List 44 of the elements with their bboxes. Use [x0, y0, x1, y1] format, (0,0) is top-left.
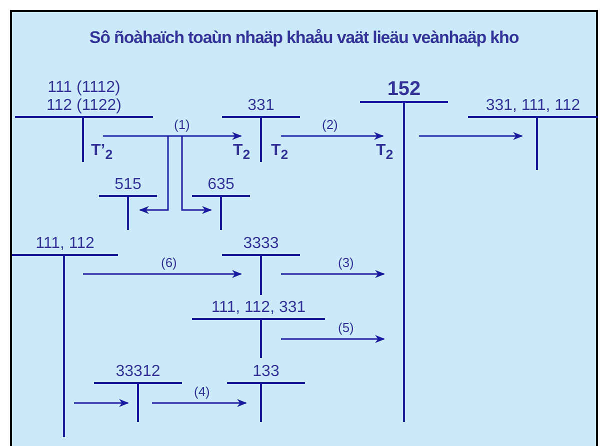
t-account — [227, 363, 305, 422]
account-number: 331, 111, 112 — [484, 97, 582, 115]
account-number: 112 (1122) — [45, 97, 122, 115]
arrow — [152, 399, 247, 407]
arrow — [103, 132, 242, 140]
edge-label: (3) — [337, 256, 355, 269]
arrow — [83, 270, 242, 278]
edge-label: (2) — [321, 118, 339, 131]
arrow — [281, 270, 385, 278]
account-number: 111 (1112) — [46, 79, 122, 97]
account-number: 331 — [246, 97, 276, 115]
t-account — [12, 235, 118, 437]
t-account — [222, 97, 300, 162]
t-account — [99, 176, 157, 230]
account-number: 515 — [114, 176, 142, 194]
arrow — [74, 399, 129, 407]
t-account — [468, 97, 598, 170]
t-account — [94, 363, 182, 422]
t-account — [192, 176, 250, 230]
account-number: 111, 112 — [34, 235, 96, 253]
exchange-rate-label: T’$_{2}$ — [91, 142, 113, 162]
exchange-rate-label: T$_{2}$ — [376, 142, 394, 162]
t-account — [222, 235, 300, 295]
exchange-rate-label: T$_{2}$ — [271, 142, 288, 162]
exchange-rate-label: T$_{2}$ — [233, 142, 250, 162]
edge-label: (5) — [337, 321, 355, 334]
account-number: 33312 — [114, 363, 162, 381]
edge-label: (1) — [173, 118, 191, 131]
account-number: 635 — [206, 176, 236, 194]
edge-label: (4) — [193, 385, 211, 398]
edge-label: (6) — [160, 256, 178, 269]
arrow — [181, 136, 212, 214]
diagram-title: Sô ñoàhaïch toaùn nhaäp khaåu vaät lieäu veànhaäp kho — [88, 28, 520, 48]
account-number: 152 — [386, 78, 422, 100]
arrow — [419, 132, 523, 140]
arrow — [139, 136, 169, 214]
t-account — [15, 79, 153, 162]
t-account — [192, 299, 325, 358]
account-number: 3333 — [242, 235, 280, 253]
t-account — [360, 78, 448, 422]
account-number: 111, 112, 331 — [210, 299, 307, 317]
account-number: 133 — [252, 363, 280, 381]
arrow — [281, 335, 385, 343]
arrow — [281, 132, 384, 140]
